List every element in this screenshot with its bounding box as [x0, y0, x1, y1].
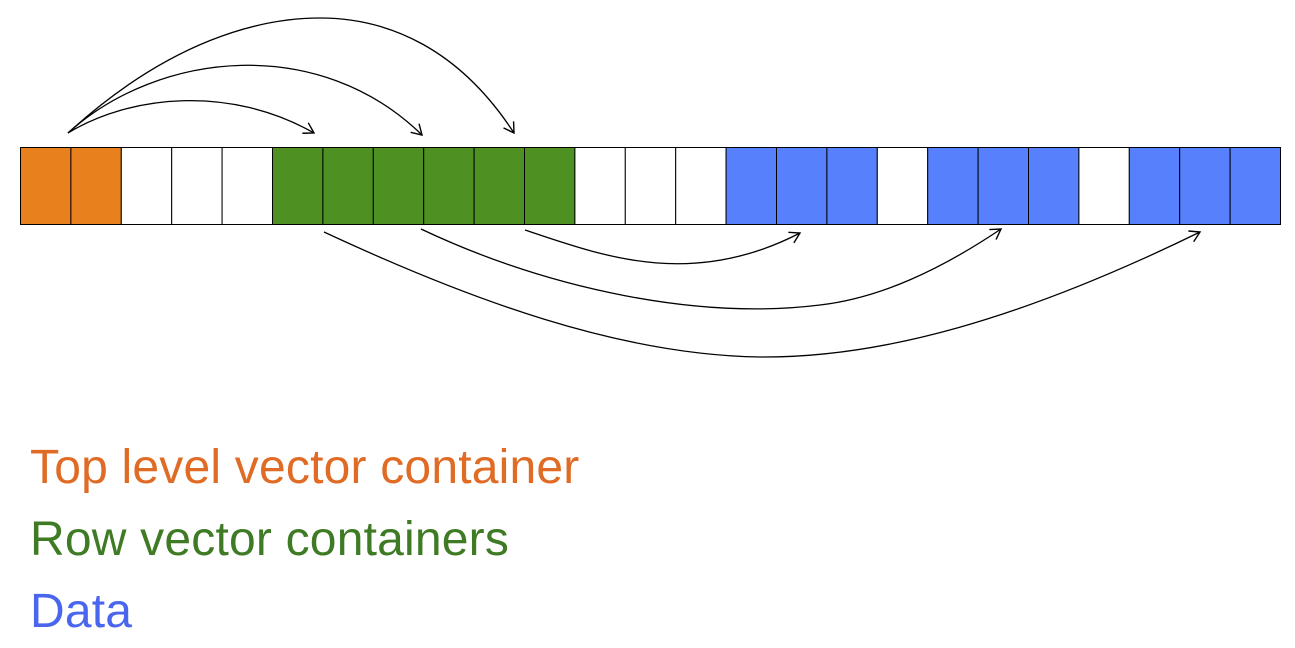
pointer-arrow-row-to-data-3 — [323, 230, 1202, 358]
memory-layout-diagram — [20, 17, 1281, 358]
memory-cell-row — [322, 147, 374, 225]
pointer-arrow-row-to-data-1 — [524, 229, 802, 265]
legend-data: Data — [30, 585, 133, 638]
pointer-arrow-row-to-data-2 — [420, 228, 1003, 310]
memory-cell-empty — [574, 147, 626, 225]
pointer-arrow-top-to-row-2 — [67, 64, 423, 136]
legend-row-containers: Row vector containers — [30, 513, 510, 566]
memory-cell-empty — [1078, 147, 1130, 225]
memory-cell-row — [372, 147, 425, 225]
memory-cell-data — [826, 147, 878, 225]
legend-top-level-container: Top level vector container — [30, 441, 580, 494]
memory-cell-data — [776, 147, 828, 225]
memory-cell-empty — [876, 147, 929, 225]
memory-cell-empty — [171, 147, 223, 225]
memory-cell-empty — [624, 147, 677, 225]
memory-cell-row — [272, 147, 324, 225]
memory-cell-data — [927, 147, 979, 225]
memory-cell-data — [1128, 147, 1181, 225]
memory-cell-data — [1179, 147, 1231, 225]
memory-cell-data — [725, 147, 777, 225]
memory-cell-row — [423, 147, 475, 225]
memory-cell-data — [1028, 147, 1080, 225]
pointer-arrow-top-to-row-3 — [67, 17, 515, 135]
memory-cell-top — [70, 147, 122, 225]
legend: Top level vector container Row vector co… — [30, 432, 580, 648]
memory-cell-row — [524, 147, 576, 225]
memory-cells — [20, 147, 1281, 225]
memory-cell-empty — [221, 147, 274, 225]
memory-cell-data — [1229, 147, 1281, 225]
memory-cell-data — [977, 147, 1029, 225]
pointer-arrow-top-to-row-1 — [67, 99, 316, 134]
memory-cell-top — [20, 147, 72, 225]
memory-cell-empty — [675, 147, 727, 225]
memory-cell-empty — [120, 147, 173, 225]
memory-cell-row — [473, 147, 526, 225]
